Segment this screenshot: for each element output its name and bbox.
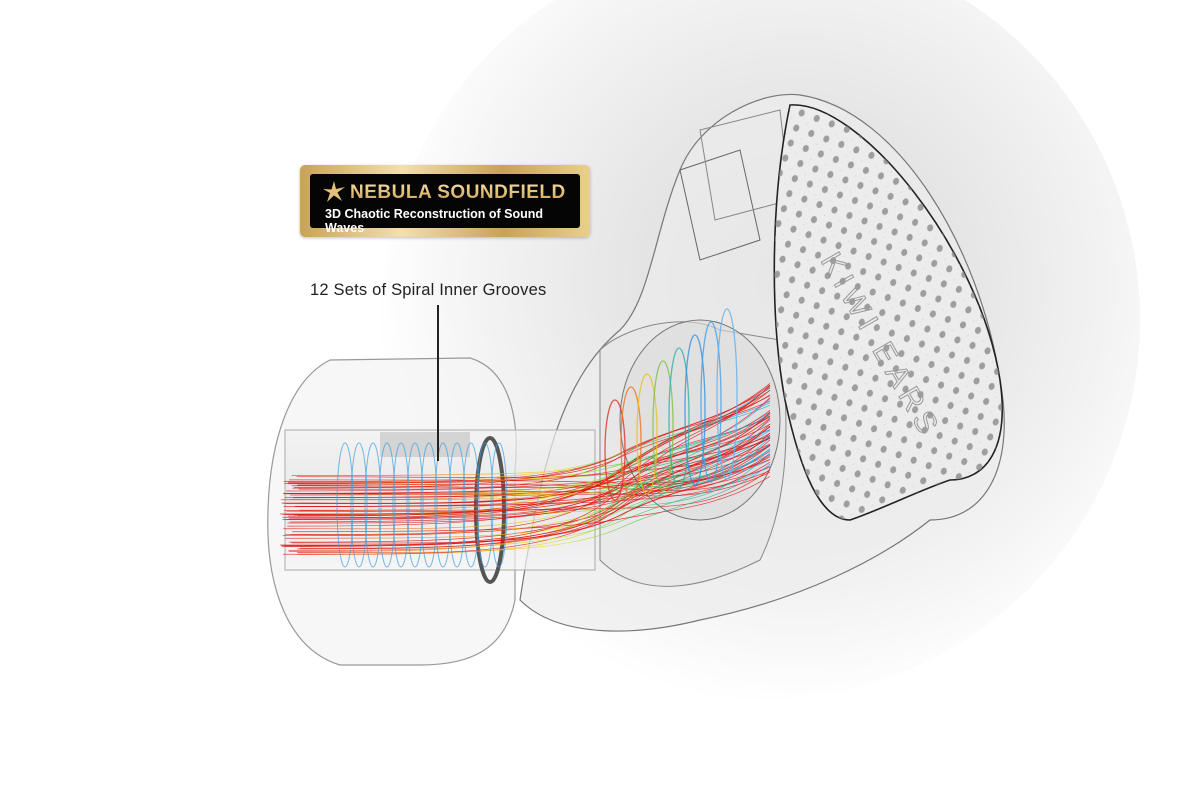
driver-groove xyxy=(620,386,642,498)
spiral-groove xyxy=(392,442,410,568)
spiral-groove xyxy=(476,442,494,568)
spiral-groove xyxy=(490,442,508,568)
callout-leader-line xyxy=(437,305,439,461)
spiral-groove xyxy=(462,442,480,568)
airflow-line xyxy=(280,384,771,546)
driver-groove xyxy=(652,360,674,492)
airflow-line xyxy=(299,412,771,504)
airflow-line xyxy=(285,459,771,539)
airflow-line xyxy=(284,435,771,484)
airflow-line xyxy=(297,449,771,488)
driver-groove xyxy=(716,308,738,480)
airflow-line xyxy=(290,415,771,501)
airflow-line xyxy=(283,411,771,530)
callout-label: 12 Sets of Spiral Inner Grooves xyxy=(310,281,547,299)
airflow-line xyxy=(297,463,771,553)
airflow-line xyxy=(292,476,771,533)
airflow-line xyxy=(283,404,771,482)
shell-top-box xyxy=(679,149,761,261)
spiral-groove xyxy=(434,442,452,568)
airflow-line xyxy=(288,465,771,552)
airflow-line xyxy=(299,423,771,549)
airflow-line xyxy=(297,437,771,550)
airflow-line xyxy=(280,437,771,515)
airflow-line xyxy=(291,429,771,476)
badge-title: NEBULA SOUNDFIELD xyxy=(350,182,566,203)
driver-groove xyxy=(604,399,626,501)
spiral-groove xyxy=(406,442,424,568)
driver-groove xyxy=(684,334,706,486)
spiral-groove xyxy=(420,442,438,568)
airflow-line xyxy=(291,466,771,544)
airflow-line xyxy=(284,416,771,498)
nebula-soundfield-badge: NEBULA SOUNDFIELD 3D Chaotic Reconstruct… xyxy=(300,165,590,237)
faceplate-grille xyxy=(774,104,1003,520)
spiral-groove xyxy=(364,442,382,568)
spiral-grooves xyxy=(336,308,738,568)
airflow-line xyxy=(290,435,771,535)
driver-groove xyxy=(700,321,722,483)
driver-groove xyxy=(668,347,690,489)
badge-subtitle: 3D Chaotic Reconstruction of Sound Waves xyxy=(325,207,544,235)
star-burst-icon xyxy=(323,181,345,202)
spiral-groove xyxy=(336,442,354,568)
airflow-line xyxy=(283,469,771,511)
spiral-groove xyxy=(378,442,396,568)
spiral-groove xyxy=(350,442,368,568)
spiral-groove xyxy=(448,442,466,568)
driver-groove xyxy=(636,373,658,495)
badge-panel: NEBULA SOUNDFIELD 3D Chaotic Reconstruct… xyxy=(310,174,580,235)
airflow-line xyxy=(281,443,771,501)
